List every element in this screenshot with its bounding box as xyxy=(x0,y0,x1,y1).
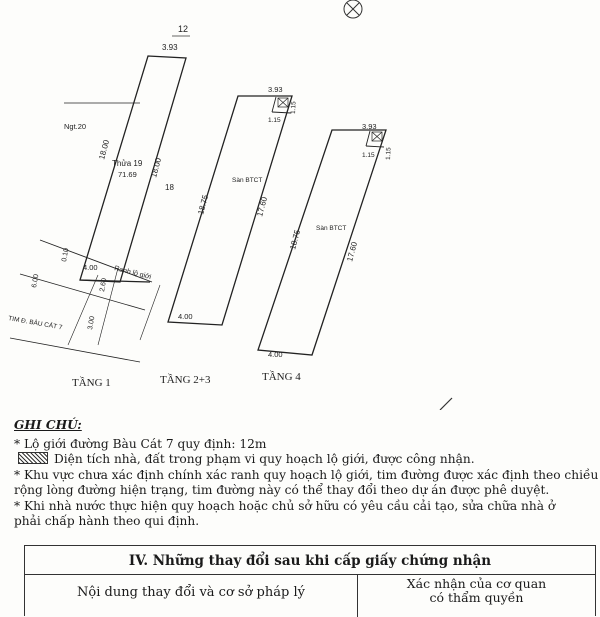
document-page: 12 3.93 Ngt.20 18.00 18.00 Thửa 19 71.69… xyxy=(8,0,599,617)
note-line-6: phải chấp hành theo qui định. xyxy=(14,514,200,528)
f4-width-top: 3.93 xyxy=(362,122,377,131)
col-change-content: Nội dung thay đổi và cơ sở pháp lý xyxy=(25,575,358,617)
f1-bottom-width: 4.00 xyxy=(83,263,98,272)
f1-width-top: 3.93 xyxy=(162,43,178,52)
f2-bottom-width: 4.00 xyxy=(178,312,193,321)
f4-right-length: 17.60 xyxy=(345,240,359,262)
note-line-3: * Khu vực chưa xác định chính xác ranh q… xyxy=(14,467,599,482)
f2-side-b: 1.15 xyxy=(268,117,281,124)
label-tang-2-3: TẦNG 2+3 xyxy=(160,373,211,386)
note-line-2: Diện tích nhà, đất trong phạm vi quy hoạ… xyxy=(14,452,589,467)
f2-left-length: 18.75 xyxy=(196,193,210,215)
floor-plan-drawing: 12 3.93 Ngt.20 18.00 18.00 Thửa 19 71.69… xyxy=(8,0,453,410)
note-line-1: * Lộ giới đường Bàu Cát 7 quy định: 12m xyxy=(14,436,267,451)
f1-dim-600: 6.00 xyxy=(31,274,40,289)
changes-table: IV. Những thay đổi sau khi cấp giấy chứn… xyxy=(24,545,596,617)
street-centerline-label: TIM Đ. BÀU CÁT 7 xyxy=(8,313,64,331)
f2-floor-label: Sàn BTCT xyxy=(232,177,262,184)
note-line-4: rộng lòng đường hiện trạng, tim đường nà… xyxy=(14,483,550,497)
f2-width-top: 3.93 xyxy=(268,85,283,94)
f2-right-length: 17.60 xyxy=(255,195,269,217)
lot-area: 71.69 xyxy=(118,170,137,179)
lot-label: Thửa 19 xyxy=(112,159,143,168)
f4-floor-label: Sàn BTCT xyxy=(316,225,346,232)
top-number: 12 xyxy=(178,24,188,34)
f4-side-a: 1.15 xyxy=(385,147,392,160)
f4-side-b: 1.15 xyxy=(362,152,375,159)
f1-dim-300: 3.00 xyxy=(87,316,96,331)
note-line-5: * Khi nhà nước thực hiện quy hoạch hoặc … xyxy=(14,498,556,513)
hatch-legend-icon xyxy=(18,452,48,464)
floor-1-plan xyxy=(9,55,187,363)
col2-line-2: có thẩm quyền xyxy=(429,590,524,605)
f2-side-a: 1.15 xyxy=(290,101,297,114)
f1-boundary-label: Ranh lộ giới xyxy=(114,265,153,281)
floor-2-3-plan xyxy=(167,95,293,326)
note-line-2-text: Diện tích nhà, đất trong phạm vi quy hoạ… xyxy=(54,452,475,466)
label-tang-1: TẦNG 1 xyxy=(72,376,111,389)
col-authority-confirmation: Xác nhận của cơ quan có thẩm quyền xyxy=(358,575,595,617)
notes-title: GHI CHÚ: xyxy=(14,418,82,432)
f1-right-length: 18.00 xyxy=(149,156,163,178)
f1-dim-010: 0.10 xyxy=(61,248,70,263)
label-tang-4: TẦNG 4 xyxy=(262,370,301,383)
notes-section: GHI CHÚ: * Lộ giới đường Bàu Cát 7 quy đ… xyxy=(14,418,599,530)
floor-4-plan xyxy=(257,129,387,356)
f4-bottom-width: 4.00 xyxy=(268,350,283,359)
f1-dim-260: 2.60 xyxy=(99,278,108,293)
f1-left-length: 18.00 xyxy=(97,138,111,160)
neighbor-label: Ngt.20 xyxy=(64,122,86,131)
f4-left-length: 18.75 xyxy=(288,228,302,250)
changes-table-header-row: Nội dung thay đổi và cơ sở pháp lý Xác n… xyxy=(25,575,595,617)
changes-table-title: IV. Những thay đổi sau khi cấp giấy chứn… xyxy=(25,546,595,575)
col2-line-1: Xác nhận của cơ quan xyxy=(406,576,547,591)
block-number: 18 xyxy=(165,183,174,192)
north-arrow-icon xyxy=(343,0,363,19)
